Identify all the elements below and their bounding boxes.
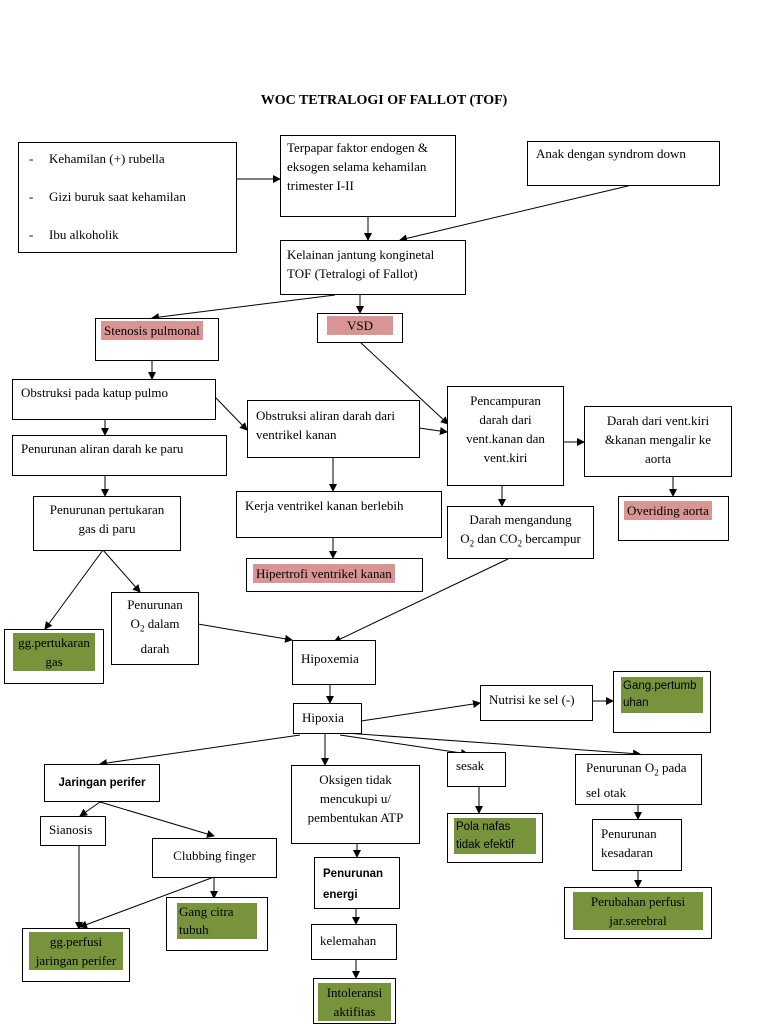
arrow-hipoxia-to-jaringan xyxy=(99,734,301,767)
arrow-pertukaran-to-gg-pertukaran xyxy=(44,549,104,630)
node-gang-pertumbuhan: Gang.pertumb uhan xyxy=(613,671,711,733)
node-kelainan: Kelainan jantung konginetal TOF (Tetralo… xyxy=(280,240,466,295)
node-obstruksi-aliran: Obstruksi aliran darah dari ventrikel ka… xyxy=(247,400,420,458)
hipertrofi-highlight: Hipertrofi ventrikel kanan xyxy=(253,564,395,583)
node-gang-citra: Gang citra tubuh xyxy=(166,897,268,951)
gang-citra-highlight: Gang citra tubuh xyxy=(177,903,257,939)
node-gg-perfusi: gg.perfusi jaringan perifer xyxy=(22,928,130,982)
node-penurunan-kesadaran: Penurunan kesadaran xyxy=(592,819,682,871)
node-terpapar: Terpapar faktor endogen & eksogen selama… xyxy=(280,135,456,217)
node-penurunan-pertukaran: Penurunan pertukaran gas di paru xyxy=(33,496,181,551)
node-nutrisi: Nutrisi ke sel (-) xyxy=(480,685,593,721)
node-obstruksi-katup: Obstruksi pada katup pulmo xyxy=(12,379,216,420)
page-title: WOC TETRALOGI OF FALLOT (TOF) xyxy=(260,93,508,108)
arrow-penurunan-o2-to-hipoxemia xyxy=(197,623,293,643)
node-pencampuran: Pencampuran darah dari vent.kanan dan ve… xyxy=(447,386,564,486)
arrow-jaringan-to-sianosis xyxy=(79,801,101,817)
arrow-hipoxia-to-nutrisi xyxy=(360,700,481,722)
node-syndrom-down: Anak dengan syndrom down xyxy=(527,141,720,186)
cause-item: Kehamilan (+) rubella xyxy=(25,149,230,168)
cause-item: Gizi buruk saat kehamilan xyxy=(25,187,230,206)
node-hipoxia: Hipoxia xyxy=(293,703,362,734)
gg-perfusi-highlight: gg.perfusi jaringan perifer xyxy=(29,932,123,970)
node-kerja-ventrikel: Kerja ventrikel kanan berlebih xyxy=(236,491,442,538)
node-oksigen-tidak: Oksigen tidak mencukupi u/ pembentukan A… xyxy=(291,765,420,844)
intoleransi-highlight: Intoleransi aktifitas xyxy=(318,983,391,1021)
vsd-highlight: VSD xyxy=(327,316,393,335)
node-penurunan-aliran: Penurunan aliran darah ke paru xyxy=(12,435,227,476)
arrow-syndrom-to-kelainan xyxy=(399,184,633,243)
node-sesak: sesak xyxy=(447,752,506,787)
darah-mengandung-line2: O2 dan CO2 bercampur xyxy=(460,531,581,549)
arrow-jaringan-to-clubbing xyxy=(99,801,215,838)
arrow-clubbing-to-gg-perfusi xyxy=(79,876,215,929)
stenosis-highlight: Stenosis pulmonal xyxy=(101,321,203,340)
node-penurunan-o2-otak: Penurunan O2 pada sel otak xyxy=(575,754,702,805)
node-sianosis: Sianosis xyxy=(40,816,106,846)
node-stenosis: Stenosis pulmonal xyxy=(95,318,219,361)
node-hipertrofi: Hipertrofi ventrikel kanan xyxy=(246,558,423,592)
arrow-hipoxia-to-penurunan-otak xyxy=(344,732,641,758)
node-overiding: Overiding aorta xyxy=(618,496,729,541)
node-pola-nafas: Pola nafas tidak efektif xyxy=(447,813,543,863)
gang-pertumbuhan-highlight: Gang.pertumb uhan xyxy=(621,677,703,713)
node-jaringan-perifer: Jaringan perifer xyxy=(44,764,160,802)
darah-mengandung-line1: Darah mengandung xyxy=(469,512,572,527)
arrow-kelainan-to-stenosis xyxy=(151,294,336,322)
node-penurunan-o2: Penurunan O2 dalam darah xyxy=(111,592,199,665)
arrow-pertukaran-to-penurunan-o2 xyxy=(102,549,141,593)
node-hipoxemia: Hipoxemia xyxy=(292,640,376,685)
causes-box: Kehamilan (+) rubella Gizi buruk saat ke… xyxy=(18,142,237,253)
node-kelemahan: kelemahan xyxy=(311,924,397,960)
gg-pertukaran-highlight: gg.pertukaran gas xyxy=(13,633,95,671)
node-darah-mengandung: Darah mengandung O2 dan CO2 bercampur xyxy=(447,506,594,559)
perubahan-perfusi-highlight: Perubahan perfusi jar.serebral xyxy=(573,892,703,930)
node-darah-aorta: Darah dari vent.kiri &kanan mengalir ke … xyxy=(584,406,732,477)
node-intoleransi: Intoleransi aktifitas xyxy=(313,978,396,1024)
arrow-obstruksi-katup-to-obstruksi-aliran xyxy=(215,397,248,431)
arrow-vsd-to-pencampuran xyxy=(359,341,449,425)
pola-nafas-highlight: Pola nafas tidak efektif xyxy=(454,818,536,854)
cause-item: Ibu alkoholik xyxy=(25,225,230,244)
overiding-highlight: Overiding aorta xyxy=(624,501,712,520)
arrow-hipoxia-to-sesak xyxy=(339,734,469,757)
node-vsd: VSD xyxy=(317,313,403,343)
node-perubahan-perfusi: Perubahan perfusi jar.serebral xyxy=(564,887,712,939)
node-clubbing: Clubbing finger xyxy=(152,838,277,878)
node-penurunan-energi: Penurunan energi xyxy=(314,857,400,909)
arrow-darah-mengandung-to-hipoxemia xyxy=(333,558,509,643)
node-gg-pertukaran: gg.pertukaran gas xyxy=(4,629,104,684)
arrow-obstruksi-aliran-to-pencampuran xyxy=(418,427,448,435)
causes-list: Kehamilan (+) rubella Gizi buruk saat ke… xyxy=(25,149,230,244)
